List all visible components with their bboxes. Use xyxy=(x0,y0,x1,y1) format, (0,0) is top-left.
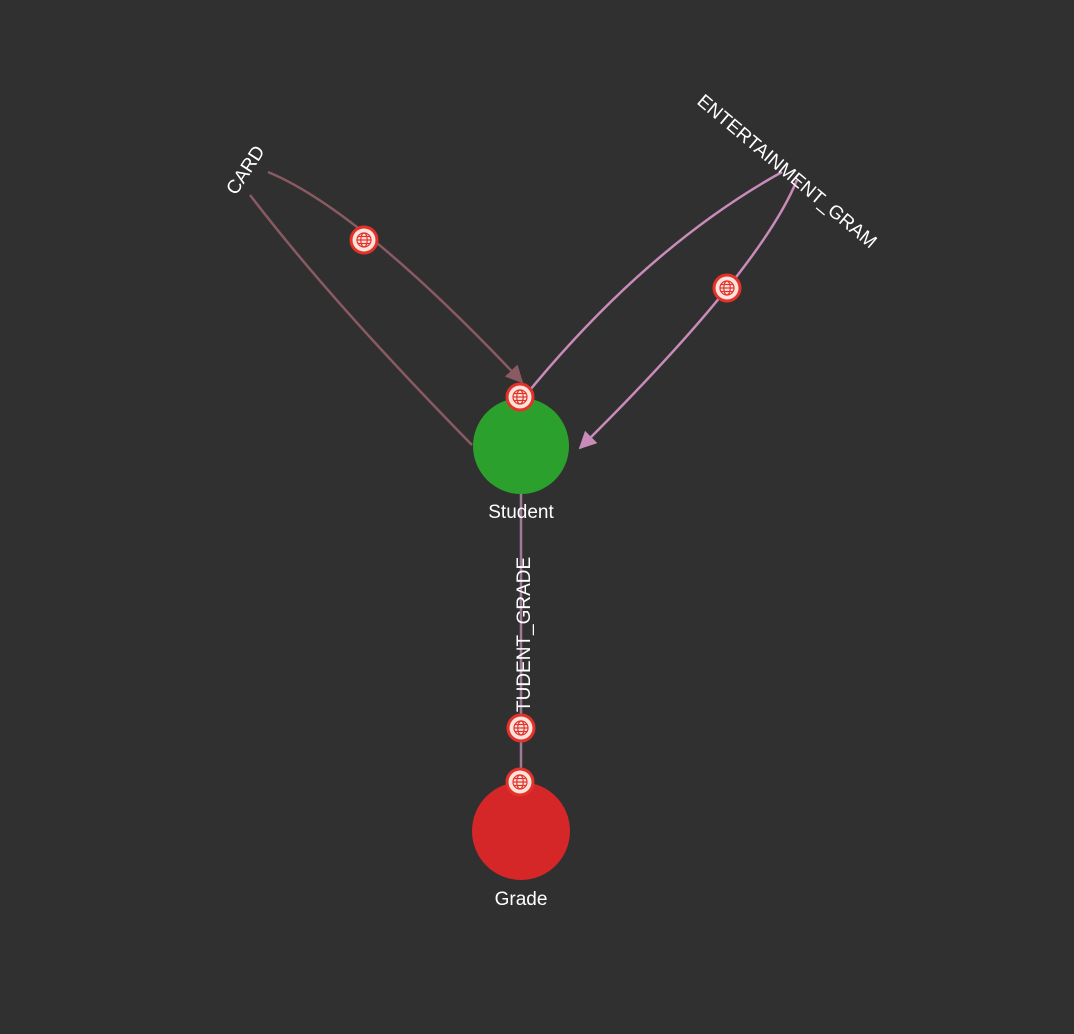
node-label-grade: Grade xyxy=(495,889,548,910)
edge-label-student-grade: TUDENT_GRADE xyxy=(514,557,535,712)
node-handle-student[interactable] xyxy=(505,382,535,412)
node-label-student: Student xyxy=(488,502,554,523)
edge-handle-card[interactable] xyxy=(349,225,379,255)
edge-student-grade[interactable]: TUDENT_GRADE xyxy=(506,494,536,782)
node-handle-grade[interactable] xyxy=(505,767,535,797)
globe-icon xyxy=(719,280,735,296)
node-grade-circle[interactable] xyxy=(472,782,570,880)
globe-icon xyxy=(512,389,528,405)
node-student-circle[interactable] xyxy=(473,398,569,494)
edge-handle-student-grade[interactable] xyxy=(506,713,536,743)
edge-card-line-out[interactable] xyxy=(249,194,473,446)
edge-label-entertainment-gram: ENTERTAINMENT_GRAM xyxy=(693,91,881,253)
edge-label-card: CARD xyxy=(223,142,270,199)
node-grade[interactable]: Grade xyxy=(472,767,570,910)
edge-card-line-in[interactable] xyxy=(267,170,524,384)
edge-entertainment-gram[interactable]: ENTERTAINMENT_GRAM xyxy=(529,91,881,450)
globe-icon xyxy=(356,232,372,248)
globe-icon xyxy=(513,720,529,736)
edge-card[interactable]: CARD xyxy=(223,142,524,446)
edge-entertainment-gram-line-out[interactable] xyxy=(529,170,783,391)
edge-entertainment-gram-line-in[interactable] xyxy=(578,179,799,450)
node-student[interactable]: Student xyxy=(473,382,569,523)
globe-icon xyxy=(512,774,528,790)
edge-handle-entertainment-gram[interactable] xyxy=(712,273,742,303)
